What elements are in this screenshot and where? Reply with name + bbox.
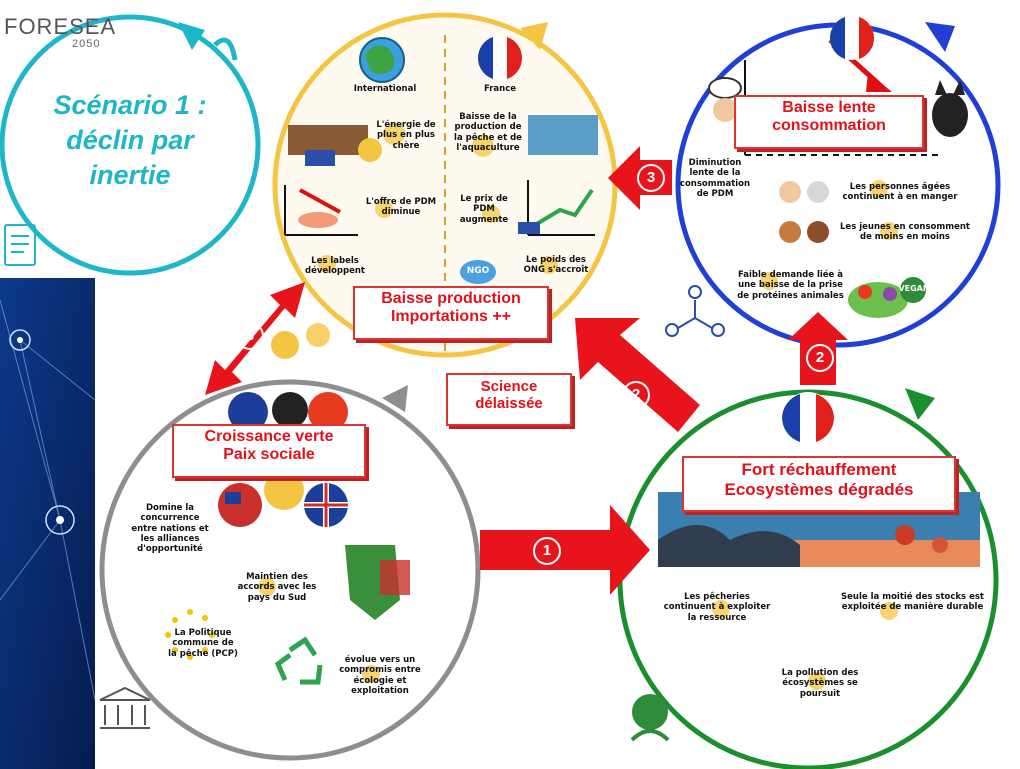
growth-item-competition: Domine la concurrence entre nations et l… bbox=[131, 503, 209, 555]
warming-title-line: Ecosystèmes dégradés bbox=[724, 479, 914, 499]
logo-year: 2050 bbox=[72, 38, 101, 50]
warming-item-stocks: Seule la moitié des stocks est exploitée… bbox=[841, 592, 984, 613]
scenario-circle bbox=[0, 14, 261, 276]
arrow-1 bbox=[480, 505, 650, 595]
intl-item-labels: Les labels développent bbox=[305, 256, 365, 277]
world-map-icon bbox=[345, 545, 410, 620]
growth-title: Croissance verte Paix sociale bbox=[172, 424, 366, 478]
consumption-title-line: consommation bbox=[772, 117, 886, 135]
eu-stars-icon bbox=[165, 609, 215, 660]
growth-item-compromise: évolue vers un compromis entre écologie … bbox=[339, 655, 421, 697]
money-globe-icon bbox=[271, 323, 330, 359]
fr-item-price: Le prix de PDM augmente bbox=[459, 194, 509, 225]
growth-title-line: Croissance verte bbox=[204, 428, 334, 445]
scenario-title-line: Scénario 1 : bbox=[53, 90, 207, 120]
foresea-logo: FORESEA 2050 bbox=[4, 14, 117, 50]
france-flag-bottom bbox=[782, 392, 834, 444]
science-title-line: Science bbox=[480, 378, 538, 395]
fr-item-ngo: Le poids des ONG s'accroît bbox=[523, 255, 589, 276]
arrow-number-2-vertical: 2 bbox=[806, 344, 834, 372]
vegan-label: VEGAN bbox=[898, 284, 930, 293]
chef-icon bbox=[708, 77, 742, 122]
growth-item-agreements: Maintien des accords avec les pays du Su… bbox=[237, 572, 317, 603]
growth-item-pcp: La Politique commune de la pêche (PCP) bbox=[168, 628, 238, 659]
warming-title-line: Fort réchauffement bbox=[741, 460, 897, 479]
science-title-line: délaissée bbox=[475, 395, 543, 413]
scenario-title-line: déclin par bbox=[66, 125, 194, 156]
nations-flags bbox=[218, 392, 348, 527]
ngo-badge-icon bbox=[460, 260, 496, 284]
ngo-label: NGO bbox=[466, 266, 490, 276]
seafood-chart-icon bbox=[284, 185, 358, 236]
growth-title-line: Paix sociale bbox=[223, 446, 315, 464]
arrow-number-3-horizontal: 3 bbox=[637, 164, 665, 192]
recycle-icon bbox=[274, 636, 323, 685]
consumption-item-demand: Faible demande liée à une baisse de la p… bbox=[737, 270, 844, 301]
eco-globe-icon bbox=[630, 694, 670, 742]
warming-item-fisheries: Les pêcheries continuent à exploiter la … bbox=[663, 592, 771, 623]
energy-icon bbox=[288, 125, 382, 166]
consumption-item-youth: Les jeunes en consomment de moins en moi… bbox=[840, 222, 970, 243]
science-title: Science délaissée bbox=[446, 373, 572, 426]
price-chart-icon bbox=[518, 180, 595, 236]
warming-title: Fort réchauffement Ecosystèmes dégradés bbox=[682, 456, 956, 512]
arrow-number-1: 1 bbox=[533, 537, 561, 565]
production-title: Baisse production Importations ++ bbox=[353, 286, 549, 340]
warming-circle bbox=[617, 389, 999, 769]
aquaculture-image bbox=[528, 115, 598, 155]
scenario-title-line: inertie bbox=[89, 160, 171, 191]
government-building-icon bbox=[99, 686, 151, 729]
france-flag-right bbox=[829, 16, 875, 60]
logo-name: FORESEA bbox=[4, 14, 117, 39]
document-icon bbox=[4, 224, 36, 266]
production-title-line: Importations ++ bbox=[390, 308, 512, 326]
consumption-title: Baisse lente consommation bbox=[734, 95, 924, 149]
consumption-title-line: Baisse lente bbox=[782, 99, 876, 116]
people-network-icon bbox=[665, 285, 725, 337]
people-icon bbox=[779, 181, 829, 243]
consumption-item-elderly: Les personnes âgées continuent à en mang… bbox=[842, 182, 958, 203]
arrow-number-2-diagonal: 2 bbox=[622, 381, 650, 409]
vegan-salad-icon bbox=[848, 277, 926, 318]
arrow-number-3-double: 3 bbox=[236, 322, 264, 350]
warming-item-pollution: La pollution des écosystèmes se poursuit bbox=[781, 668, 859, 699]
consumption-item-decline: Diminution lente de la consommation de P… bbox=[679, 158, 751, 200]
scenario-title: Scénario 1 : déclin par inertie bbox=[30, 88, 230, 193]
cat-icon bbox=[932, 80, 968, 137]
column-international: International bbox=[353, 84, 417, 94]
fr-item-production: Baisse de la production de la pêche et d… bbox=[454, 112, 522, 154]
column-france: France bbox=[483, 84, 517, 94]
arrow-2-diagonal bbox=[575, 318, 700, 432]
france-flag-top bbox=[477, 36, 523, 80]
intl-item-pdm-offer: L'offre de PDM diminue bbox=[365, 197, 437, 218]
intl-item-energy: L'énergie de plus en plus chère bbox=[376, 120, 436, 151]
production-title-line: Baisse production bbox=[381, 290, 521, 307]
